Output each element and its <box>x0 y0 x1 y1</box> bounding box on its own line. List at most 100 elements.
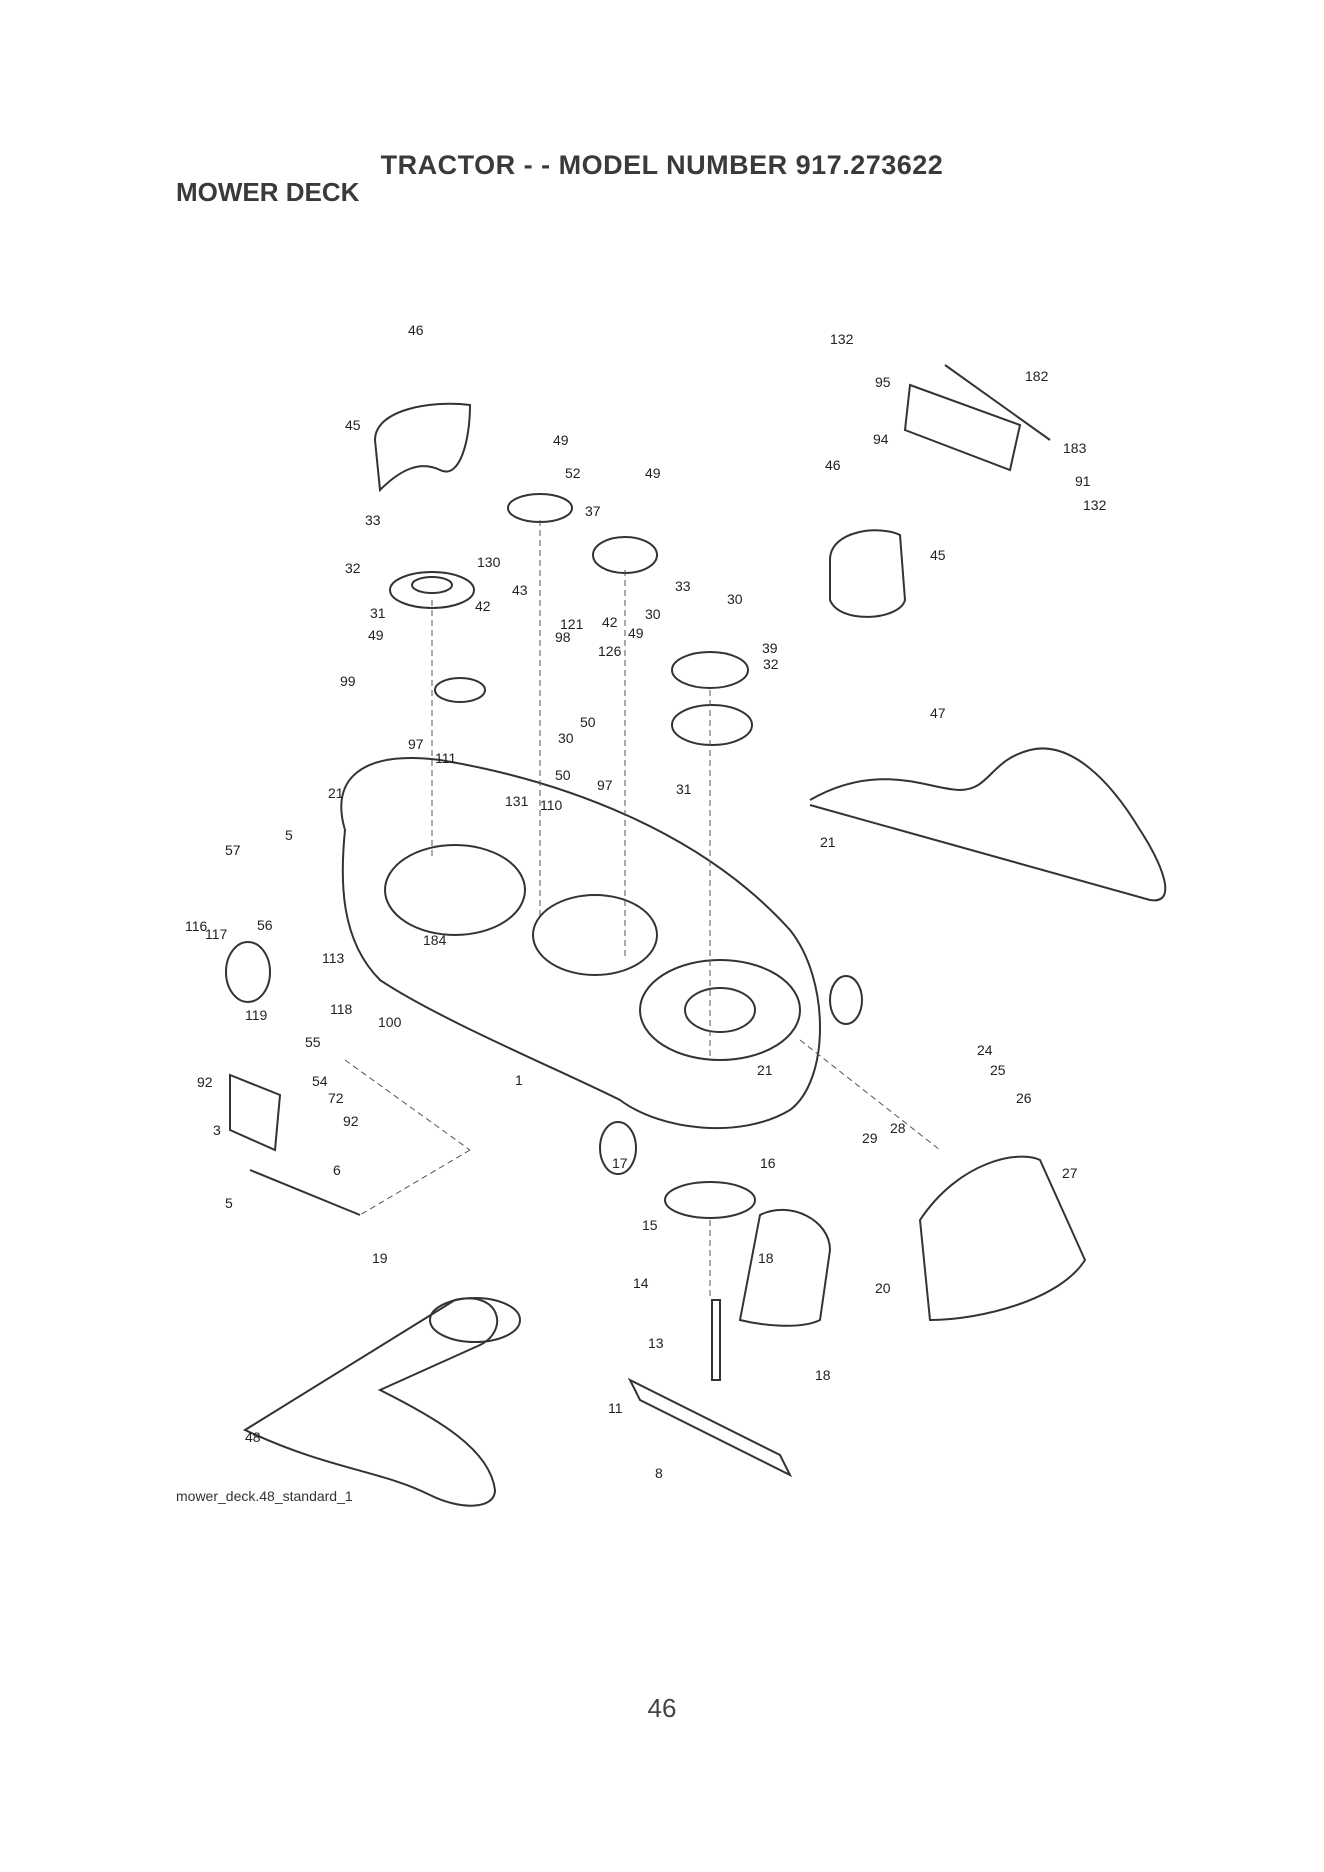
pulley-32-left <box>389 571 475 609</box>
callout-label: 54 <box>312 1073 328 1089</box>
callout-label: 100 <box>378 1014 402 1030</box>
callout-label: 132 <box>1083 497 1107 513</box>
right-spindle-housing <box>639 959 801 1061</box>
callout-label: 31 <box>676 781 692 797</box>
callout-label: 5 <box>285 827 293 843</box>
callout-label: 28 <box>890 1120 906 1136</box>
pulley-39 <box>671 651 749 689</box>
callout-label: 45 <box>345 417 361 433</box>
callout-label: 49 <box>645 465 661 481</box>
callout-label: 116 <box>185 918 208 934</box>
callout-label: 52 <box>565 465 581 481</box>
callout-label: 19 <box>372 1250 388 1266</box>
callout-label: 183 <box>1063 440 1087 456</box>
callout-label: 97 <box>597 777 613 793</box>
callout-label: 27 <box>1062 1165 1078 1181</box>
callout-label: 39 <box>762 640 778 656</box>
callout-label: 1 <box>515 1072 523 1088</box>
callout-label: 42 <box>475 598 491 614</box>
callout-label: 95 <box>875 374 891 390</box>
callout-label: 21 <box>757 1062 773 1078</box>
callout-label: 110 <box>540 797 563 813</box>
callout-label: 3 <box>213 1122 221 1138</box>
callout-label: 46 <box>825 457 841 473</box>
figure-caption: mower_deck.48_standard_1 <box>176 1488 353 1504</box>
callout-label: 55 <box>305 1034 321 1050</box>
callout-label: 43 <box>512 582 528 598</box>
callout-label: 33 <box>675 578 691 594</box>
callout-label: 37 <box>585 503 601 519</box>
baffle-20 <box>738 1209 832 1327</box>
callout-label: 50 <box>580 714 596 730</box>
deck-shell <box>340 757 821 1130</box>
callout-label: 17 <box>612 1155 628 1171</box>
callout-label: 130 <box>477 554 501 570</box>
callout-label: 72 <box>328 1090 344 1106</box>
belt-cover-45-right <box>829 529 907 618</box>
wheel-right <box>829 975 863 1025</box>
wheel-front-center <box>599 1121 637 1175</box>
callout-label: 121 <box>560 616 584 632</box>
callout-label: 18 <box>758 1250 774 1266</box>
hanger-bracket-3 <box>229 1073 282 1152</box>
callout-label: 126 <box>598 643 622 659</box>
belt-cover-45-left <box>373 402 472 493</box>
callout-label: 91 <box>1075 473 1091 489</box>
callout-label: 56 <box>257 917 273 933</box>
spindle-shaft-13 <box>711 1299 721 1381</box>
callout-label: 184 <box>423 932 447 948</box>
wheel-left <box>225 941 271 1003</box>
callout-label: 16 <box>760 1155 776 1171</box>
callout-label: 11 <box>608 1400 623 1416</box>
callout-label: 118 <box>330 1001 353 1017</box>
center-spindle-housing <box>532 894 658 976</box>
callout-label: 182 <box>1025 368 1049 384</box>
belt-48 <box>242 1297 499 1507</box>
callout-label: 57 <box>225 842 241 858</box>
belt-47 <box>809 747 1167 902</box>
callout-label: 30 <box>727 591 743 607</box>
callout-label: 111 <box>435 750 456 766</box>
left-spindle-housing <box>384 844 526 936</box>
callout-label: 45 <box>930 547 946 563</box>
callout-label: 49 <box>368 627 384 643</box>
section-title: MOWER DECK <box>176 177 360 207</box>
callout-label: 42 <box>602 614 618 630</box>
callout-label: 8 <box>655 1465 663 1481</box>
discharge-chute-27 <box>918 1155 1087 1322</box>
callout-label: 47 <box>930 705 946 721</box>
callout-label: 98 <box>555 629 571 645</box>
callout-label: 6 <box>333 1162 341 1178</box>
callout-label: 117 <box>205 926 228 942</box>
spindle-housing-16 <box>664 1181 756 1219</box>
callout-label: 48 <box>245 1429 261 1445</box>
callout-label: 13 <box>648 1335 664 1351</box>
callout-label: 5 <box>225 1195 233 1211</box>
callout-label: 132 <box>830 331 854 347</box>
callout-label: 49 <box>553 432 569 448</box>
callout-label: 25 <box>990 1062 1006 1078</box>
callout-label: 29 <box>862 1130 878 1146</box>
idler-99 <box>434 677 486 703</box>
callout-label: 33 <box>365 512 381 528</box>
callout-label: 119 <box>245 1007 268 1023</box>
callout-label: 30 <box>645 606 661 622</box>
callout-label: 99 <box>340 673 356 689</box>
pulley-52 <box>507 493 573 523</box>
callout-label: 24 <box>977 1042 993 1058</box>
roller-94 <box>903 383 1022 472</box>
callout-label: 49 <box>628 625 644 641</box>
callout-label: 14 <box>633 1275 649 1291</box>
callout-label: 31 <box>370 605 386 621</box>
callout-label: 15 <box>642 1217 658 1233</box>
callout-label: 32 <box>345 560 361 576</box>
callout-label: 21 <box>328 785 344 801</box>
callout-label: 20 <box>875 1280 891 1296</box>
callout-label: 50 <box>555 767 571 783</box>
page-number: 46 <box>647 1693 677 1723</box>
callout-label: 26 <box>1016 1090 1032 1106</box>
pulley-32-right <box>671 704 753 746</box>
pulley-37 <box>592 536 658 574</box>
callout-label: 46 <box>408 322 424 338</box>
